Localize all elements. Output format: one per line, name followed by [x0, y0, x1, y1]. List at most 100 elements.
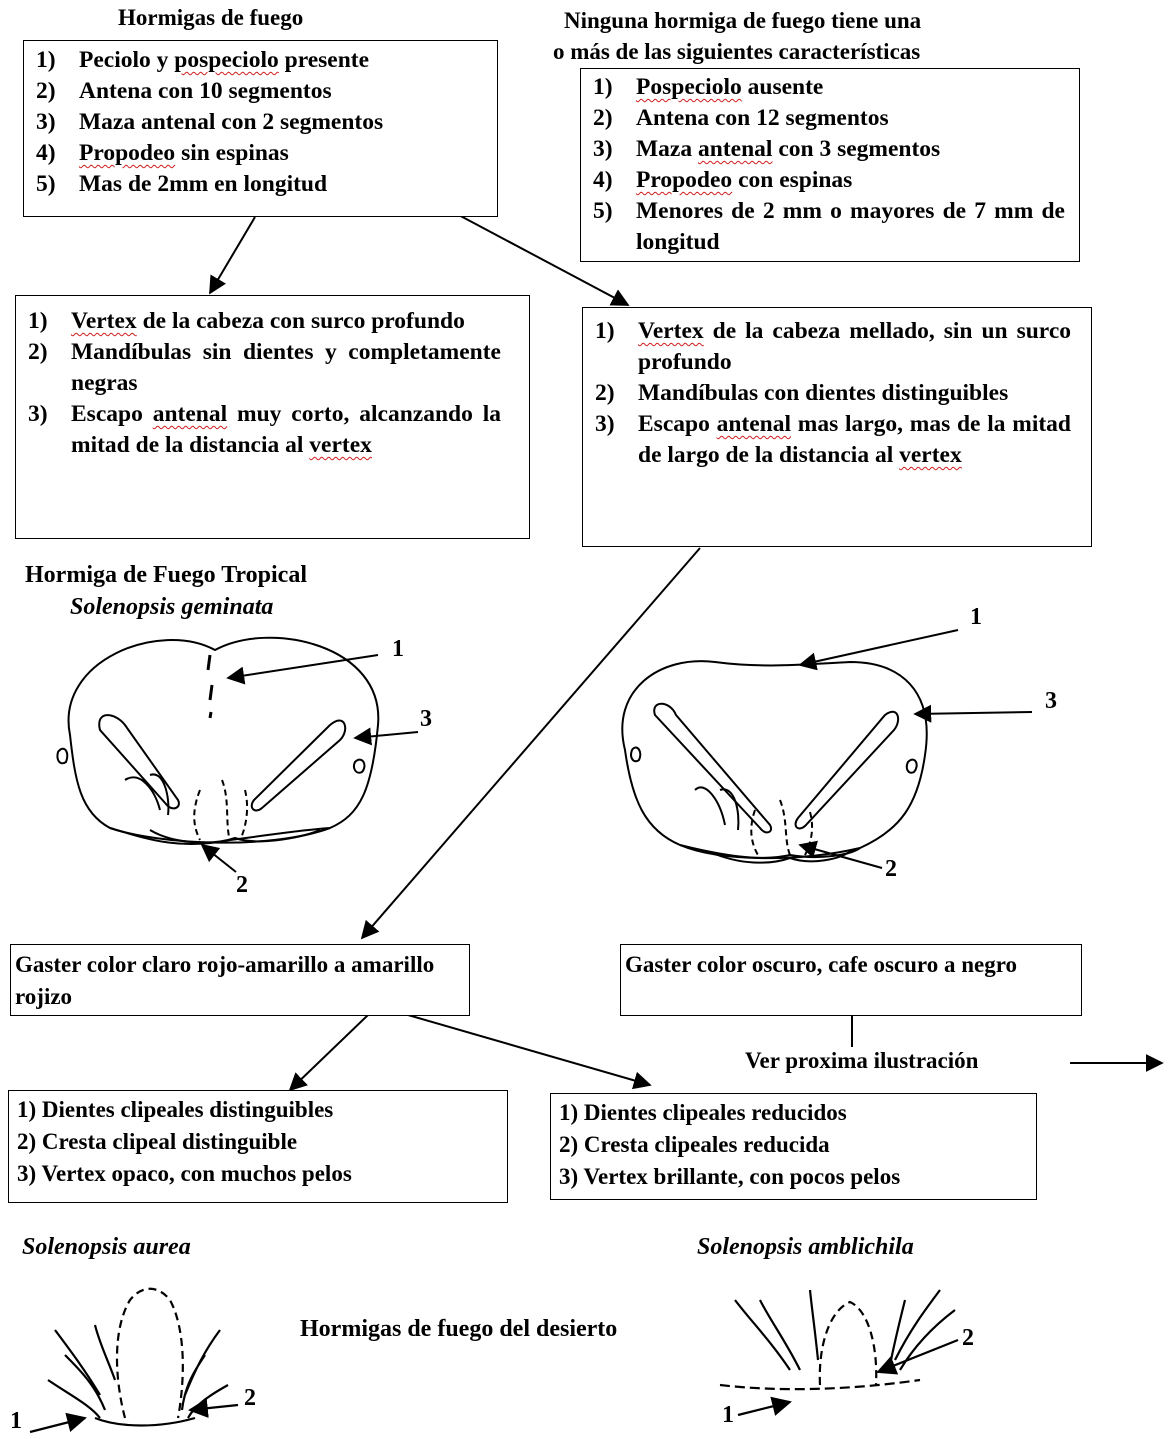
other-key-item-text: antenal — [717, 411, 791, 437]
amblichila-key-item: 3) Vertex brillante, con pocos pelos — [551, 1161, 1036, 1193]
nonfire-trait-item-text: con 3 segmentos — [772, 136, 940, 162]
other-key-item: 3)Escapo antenal mas largo, mas de la mi… — [583, 409, 1071, 471]
fire-trait-item-number: 5) — [36, 169, 56, 200]
other-label-3: 3 — [1045, 688, 1057, 715]
non-fire-ants-title-line1: Ninguna hormiga de fuego tiene una — [564, 5, 921, 36]
nonfire-trait-item-text: Pospeciolo — [636, 74, 742, 100]
nonfire-trait-item-text: Maza — [636, 136, 698, 162]
tropical-key-item-number: 3) — [28, 399, 48, 430]
gaster-light-box: Gaster color claro rojo-amarillo a amari… — [10, 944, 470, 1016]
other-label-1: 1 — [970, 604, 982, 631]
other-key-item-text: de la cabeza mellado, sin un surco profu… — [638, 318, 1071, 375]
fire-trait-item: 1) Peciolo y pospeciolo presente — [24, 45, 497, 76]
desert-fire-ants-label: Hormigas de fuego del desierto — [300, 1316, 617, 1343]
nonfire-trait-item-text: Antena con 12 segmentos — [636, 105, 889, 131]
tropical-key-item: 1) Vertex de la cabeza con surco profundo — [16, 306, 501, 337]
non-fire-ants-traits-list: 1) Pospeciolo ausente 2) Antena con 12 segm… — [581, 72, 1065, 258]
other-key-item-text: Escapo — [638, 411, 717, 437]
tropical-key-item-text: Escapo — [71, 401, 153, 427]
fire-trait-item-number: 3) — [36, 107, 56, 138]
fire-trait-item-number: 1) — [36, 45, 56, 76]
fire-trait-item-text: pospeciolo — [174, 47, 278, 73]
nonfire-trait-item-text: con espinas — [732, 167, 852, 193]
tropical-key-item-text: de la cabeza con surco profundo — [137, 308, 465, 334]
fire-trait-item-text: Maza antenal con 2 segmentos — [79, 109, 383, 135]
tropical-key-item-text: Mandíbulas sin dientes y completamente n… — [71, 339, 501, 396]
other-key-item-text: Vertex — [638, 318, 704, 344]
nonfire-trait-item-number: 5) — [593, 196, 613, 227]
nonfire-trait-item: 4) Propodeo con espinas — [581, 165, 1065, 196]
nonfire-trait-item-number: 3) — [593, 134, 613, 165]
gaster-light-text: Gaster color claro rojo-amarillo a amari… — [15, 952, 434, 1009]
see-next-label: Ver proxima ilustración — [745, 1048, 978, 1074]
other-key-list: 1) Vertex de la cabeza mellado, sin un su… — [583, 316, 1071, 471]
gaster-dark-box: Gaster color oscuro, cafe oscuro a negro — [620, 944, 1082, 1016]
aurea-species-name: Solenopsis aurea — [22, 1234, 191, 1261]
other-key-item-text: vertex — [899, 442, 962, 468]
other-head-drawing — [622, 661, 926, 863]
tropical-key-item-number: 1) — [28, 306, 48, 337]
fire-ants-title: Hormigas de fuego — [118, 5, 303, 31]
fire-trait-item-text: Propodeo — [79, 140, 175, 166]
nonfire-trait-item: 2) Antena con 12 segmentos — [581, 103, 1065, 134]
other-key-item: 2) Mandíbulas con dientes distinguibles — [583, 378, 1071, 409]
non-fire-ants-title: Ninguna hormiga de fuego tiene una o más… — [552, 5, 921, 67]
nonfire-trait-item-number: 2) — [593, 103, 613, 134]
aurea-clypeus-drawing — [30, 1289, 238, 1432]
tropical-key-item: 2) Mandíbulas sin dientes y completamente… — [16, 337, 501, 399]
tropical-key-box: 1) Vertex de la cabeza con surco profundo… — [15, 295, 530, 539]
nonfire-trait-item: 3) Maza antenal con 3 segmentos — [581, 134, 1065, 165]
fire-trait-item-number: 2) — [36, 76, 56, 107]
fire-trait-item-text: presente — [279, 47, 369, 73]
other-key-item-text: Mandíbulas con dientes distinguibles — [638, 380, 1008, 406]
fire-trait-item: 2) Antena con 10 segmentos — [24, 76, 497, 107]
nonfire-trait-item-number: 1) — [593, 72, 613, 103]
arrow-to-aurea-key — [290, 1015, 368, 1090]
tropical-key-item-text: vertex — [309, 432, 372, 458]
fire-trait-item: 5) Mas de 2mm en longitud — [24, 169, 497, 200]
geminata-head-drawing — [57, 638, 378, 844]
fire-trait-item-number: 4) — [36, 138, 56, 169]
aurea-key-item: 2) Cresta clipeal distinguible — [9, 1126, 507, 1158]
arrow-to-amblichila-key — [408, 1015, 650, 1085]
other-key-item-number: 2) — [595, 378, 615, 409]
other-key-box: 1) Vertex de la cabeza mellado, sin un su… — [582, 307, 1092, 547]
non-fire-ants-traits-box: 1) Pospeciolo ausente 2) Antena con 12 segm… — [580, 68, 1080, 262]
amblichila-key-item: 2) Cresta clipeales reducida — [551, 1129, 1036, 1161]
nonfire-trait-item-text: ausente — [742, 74, 824, 100]
amblichila-clypeus-drawing — [720, 1290, 958, 1415]
fire-ants-traits-box: 1) Peciolo y pospeciolo presente 2) Antena … — [23, 40, 498, 217]
aurea-key-item: 1) Dientes clipeales distinguibles — [9, 1094, 507, 1126]
tropical-key-item: 3)Escapo antenal muy corto, alcanzando l… — [16, 399, 501, 461]
fire-trait-item-text: Antena con 10 segmentos — [79, 78, 332, 104]
fire-trait-item: 3) Maza antenal con 2 segmentos — [24, 107, 497, 138]
fire-trait-item-text: Peciolo y — [79, 47, 174, 73]
fire-trait-item: 4)Propodeo sin espinas — [24, 138, 497, 169]
tropical-common-name: Hormiga de Fuego Tropical — [25, 562, 307, 589]
arrow-to-tropical-key — [210, 217, 255, 293]
nonfire-trait-item-text: antenal — [698, 136, 772, 162]
fire-trait-item-text: Mas de 2mm en longitud — [79, 171, 327, 197]
tropical-key-list: 1) Vertex de la cabeza con surco profundo… — [16, 306, 501, 461]
nonfire-trait-item-text: Menores de 2 mm o mayores de 7 mm de lon… — [636, 198, 1065, 255]
nonfire-trait-item-number: 4) — [593, 165, 613, 196]
non-fire-ants-title-line2: o más de las siguientes características — [552, 36, 921, 67]
tropical-key-item-text: Vertex — [71, 308, 137, 334]
arrow-to-gaster-light — [362, 548, 700, 938]
aurea-key-item: 3) Vertex opaco, con muchos pelos — [9, 1158, 507, 1190]
gaster-dark-text: Gaster color oscuro, cafe oscuro a negro — [625, 952, 1017, 977]
geminata-label-3: 3 — [420, 706, 432, 733]
tropical-key-item-number: 2) — [28, 337, 48, 368]
tropical-key-item-text: antenal — [153, 401, 227, 427]
geminata-label-2: 2 — [236, 872, 248, 899]
other-key-item: 1) Vertex de la cabeza mellado, sin un su… — [583, 316, 1071, 378]
nonfire-trait-item: 5) Menores de 2 mm o mayores de 7 mm de l… — [581, 196, 1065, 258]
other-label-2: 2 — [885, 856, 897, 883]
other-key-item-number: 1) — [595, 316, 615, 347]
nonfire-trait-item-text: Propodeo — [636, 167, 732, 193]
amblichila-species-name: Solenopsis amblichila — [697, 1234, 914, 1261]
amblichila-label-2: 2 — [962, 1325, 974, 1352]
